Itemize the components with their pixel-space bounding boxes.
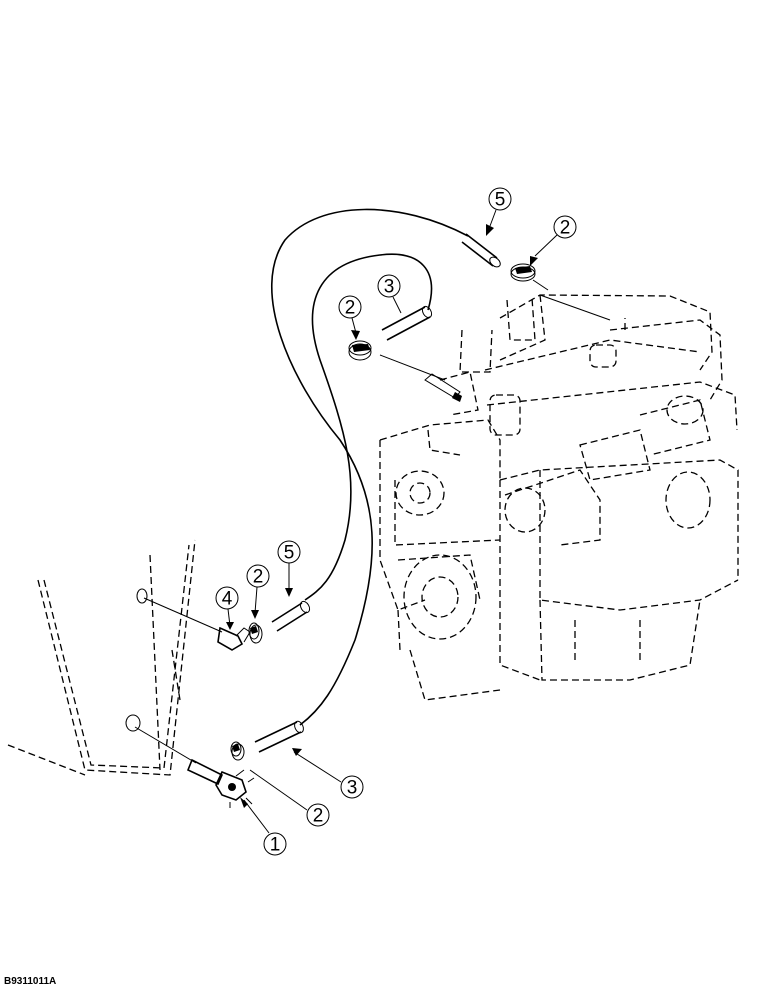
svg-text:2: 2 [253, 567, 264, 588]
hose-piece-bottom [254, 720, 304, 753]
heater-hoses [270, 208, 469, 726]
svg-text:2: 2 [560, 218, 571, 239]
callout-5-low: 5 [277, 540, 301, 597]
callout-1: 1 [240, 797, 287, 856]
hose-piece-upper [381, 305, 433, 341]
callout-2-mid: 2 [338, 295, 362, 340]
svg-text:5: 5 [495, 190, 506, 211]
svg-text:2: 2 [345, 298, 356, 319]
shutoff-valve [125, 714, 255, 808]
mounting-frame [7, 539, 196, 776]
hose-return [304, 253, 433, 601]
svg-text:5: 5 [284, 543, 295, 564]
callout-4: 4 [215, 586, 239, 630]
hose-supply [270, 208, 469, 726]
callout-2-low: 2 [246, 564, 270, 619]
svg-text:2: 2 [313, 806, 324, 827]
hose-piece-top [461, 233, 501, 268]
hose-piece-low [271, 600, 311, 632]
elbow-fitting [136, 588, 251, 651]
engine-block [379, 294, 739, 701]
hose-clamp-mid [348, 340, 446, 381]
svg-text:1: 1 [270, 835, 281, 856]
callout-2-bottom: 2 [249, 769, 330, 827]
engine-fitting [424, 373, 462, 402]
callout-2-top: 2 [530, 215, 577, 266]
hose-clamp-bottom [230, 741, 245, 761]
callout-3-top: 3 [377, 274, 402, 314]
svg-text:4: 4 [222, 589, 233, 610]
svg-text:3: 3 [384, 277, 395, 298]
figure-id: B9311011A [4, 976, 57, 987]
callout-5-top: 5 [486, 187, 512, 236]
svg-text:3: 3 [347, 778, 358, 799]
hose-clamp-low [248, 622, 263, 644]
hose-clamp-top [510, 263, 611, 321]
callout-3-bottom: 3 [292, 748, 364, 799]
